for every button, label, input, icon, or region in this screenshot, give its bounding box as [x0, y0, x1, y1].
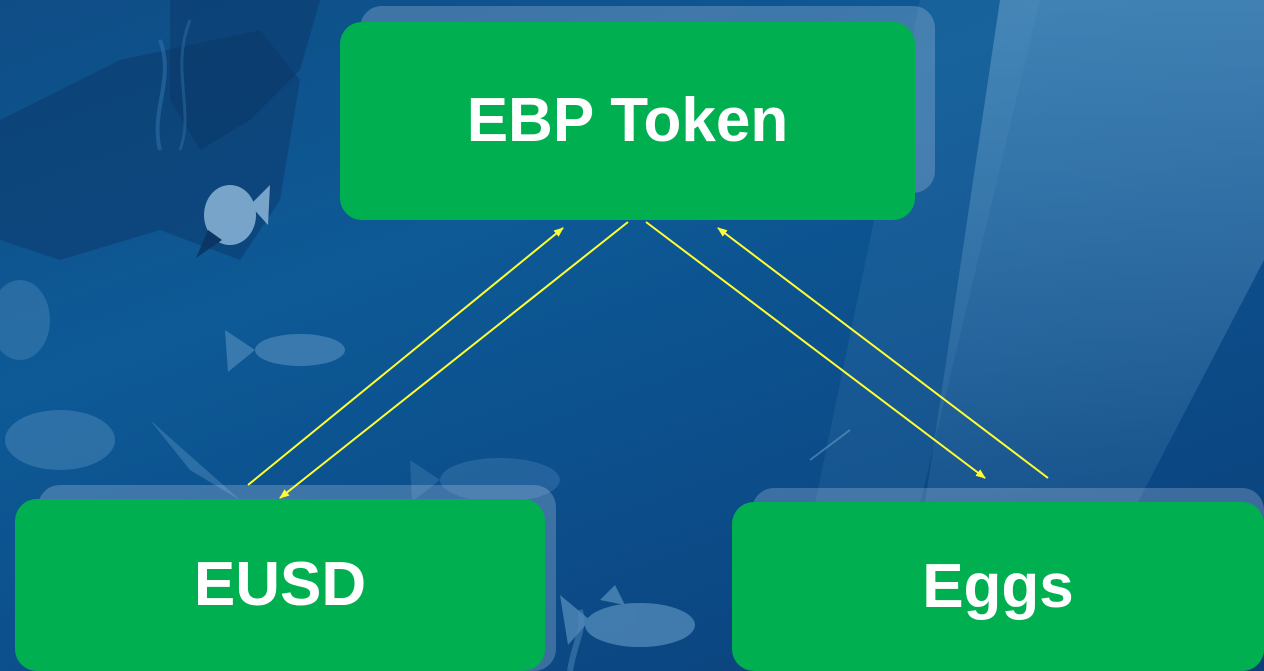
node-box: Eggs [732, 502, 1264, 671]
fish [225, 330, 345, 372]
fish [0, 280, 50, 360]
arrow-eusd-to-ebp [247, 227, 564, 486]
eusd-label: EUSD [193, 550, 367, 619]
fish [410, 458, 560, 502]
eggs-label: Eggs [922, 551, 1074, 621]
seaweed [155, 39, 167, 151]
node-box: EBP Token [340, 22, 915, 220]
ebp-token-label: EBP Token [466, 86, 789, 155]
node-box: EUSD [15, 499, 545, 671]
arrow-ebp-to-eggs [645, 221, 986, 479]
fish [560, 585, 695, 647]
fish [5, 410, 240, 500]
light-streak [809, 429, 851, 461]
arrow-ebp-to-eusd [279, 221, 629, 499]
rock-silhouette [170, 0, 320, 150]
seaweed [178, 19, 192, 151]
seaweed [567, 609, 585, 671]
fish [196, 185, 270, 258]
arrow-eggs-to-ebp [717, 227, 1049, 479]
